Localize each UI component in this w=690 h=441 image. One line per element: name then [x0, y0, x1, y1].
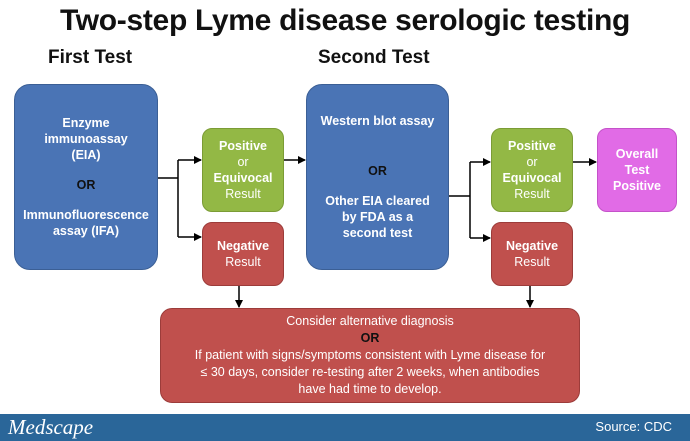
bottom-or: OR — [360, 331, 380, 345]
first-test-header: First Test — [48, 47, 133, 68]
positive-box-second: Positive or Equivocal Result — [491, 128, 573, 212]
negative-box-second: Negative Result — [491, 222, 573, 286]
alternative-diagnosis-box: Consider alternative diagnosis OR If pat… — [160, 308, 580, 403]
second-test-line3: by FDA as a — [341, 210, 414, 224]
positive-1-line4: Result — [225, 187, 261, 201]
bottom-line3: ≤ 30 days, consider re-testing after 2 w… — [200, 365, 540, 379]
second-test-line1: Western blot assay — [320, 114, 435, 128]
overall-line2: Test — [624, 163, 650, 177]
first-test-or: OR — [76, 178, 96, 192]
positive-2-line1: Positive — [508, 139, 556, 153]
negative-box-first: Negative Result — [202, 222, 284, 286]
first-test-line2: immunoassay — [44, 132, 128, 146]
footer-bar: Medscape Source: CDC — [0, 414, 690, 441]
positive-2-line3: Equivocal — [502, 171, 562, 185]
second-test-or: OR — [368, 164, 387, 178]
negative-1-line1: Negative — [216, 239, 270, 253]
first-test-line3: (EIA) — [71, 148, 101, 162]
positive-1-line2: or — [237, 155, 249, 169]
positive-1-line1: Positive — [219, 139, 267, 153]
source-credit: Source: CDC — [595, 419, 672, 434]
positive-1-line3: Equivocal — [213, 171, 273, 185]
overall-positive-box: Overall Test Positive — [597, 128, 677, 212]
bottom-line2: If patient with signs/symptoms consisten… — [194, 348, 546, 362]
positive-box-first: Positive or Equivocal Result — [202, 128, 284, 212]
first-test-line5: assay (IFA) — [52, 224, 119, 238]
negative-2-line1: Negative — [505, 239, 559, 253]
positive-2-line4: Result — [514, 187, 550, 201]
first-test-line4: Immunofluorescence — [23, 208, 149, 222]
negative-2-line2: Result — [514, 255, 550, 269]
positive-2-line2: or — [526, 155, 538, 169]
second-test-box: Western blot assay OR Other EIA cleared … — [306, 84, 449, 270]
overall-line3: Positive — [613, 179, 661, 193]
second-test-line2: Other EIA cleared — [325, 194, 430, 208]
bottom-line1: Consider alternative diagnosis — [286, 314, 454, 328]
second-test-header: Second Test — [318, 47, 430, 68]
second-test-line4: second test — [342, 226, 413, 240]
diagram-title: Two-step Lyme disease serologic testing — [59, 4, 631, 37]
first-test-box: Enzyme immunoassay (EIA) OR Immunofluore… — [14, 84, 158, 270]
first-test-line1: Enzyme — [62, 116, 110, 130]
negative-1-line2: Result — [225, 255, 261, 269]
bottom-line4: have had time to develop. — [298, 382, 442, 396]
overall-line1: Overall — [615, 147, 659, 161]
medscape-logo: Medscape — [8, 415, 94, 439]
